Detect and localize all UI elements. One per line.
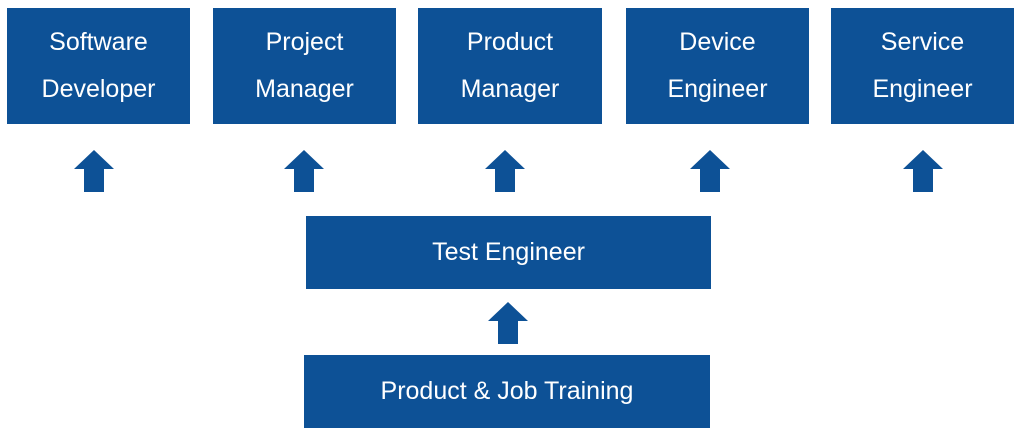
role-box-service-engineer: Service Engineer [831,8,1014,124]
role-label-line1: Product [466,28,554,56]
up-arrow-icon [485,150,525,192]
up-arrow-icon [903,150,943,192]
up-arrow-icon [284,150,324,192]
test-engineer-label: Test Engineer [432,238,585,266]
role-label-line1: Device [679,28,756,56]
product-job-training-label: Product & Job Training [380,377,634,405]
role-label-line2: Manager [255,75,354,103]
test-engineer-box: Test Engineer [306,216,711,289]
up-arrow-icon [690,150,730,192]
role-label-line1: Software [49,28,148,56]
role-label-line2: Manager [460,75,560,103]
role-box-project-manager: Project Manager [213,8,396,124]
role-label-line2: Developer [41,75,156,103]
role-box-device-engineer: Device Engineer [626,8,809,124]
up-arrow-icon [488,302,528,344]
role-box-software-developer: Software Developer [7,8,190,124]
role-box-product-manager: Product Manager [418,8,602,124]
up-arrow-icon [74,150,114,192]
role-label-line1: Service [880,28,965,56]
product-job-training-box: Product & Job Training [304,355,710,428]
role-label-line2: Engineer [667,75,768,103]
role-label-line2: Engineer [872,75,973,103]
role-label-line1: Project [265,28,344,56]
